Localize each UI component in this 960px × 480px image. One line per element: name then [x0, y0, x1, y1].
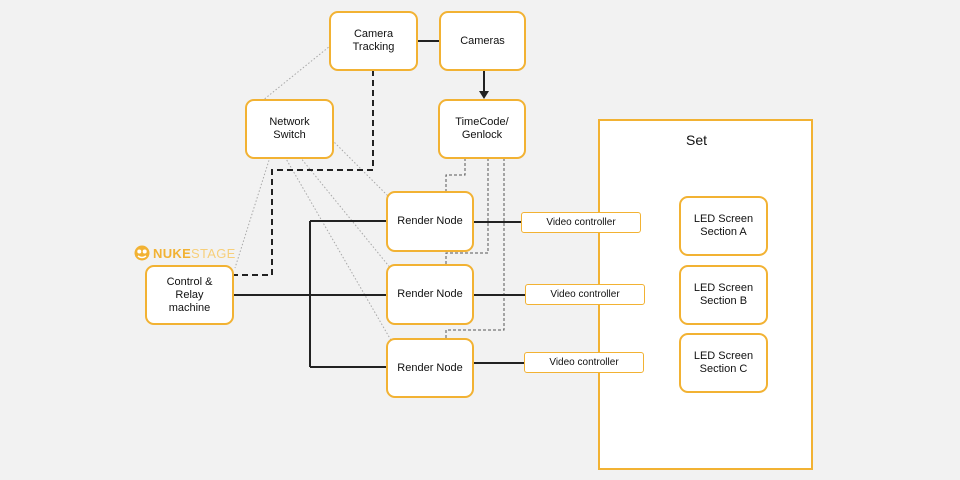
- video-controller-1[interactable]: Video controller: [521, 212, 641, 233]
- led-screen-section-b[interactable]: LED Screen Section B: [679, 265, 768, 325]
- render-node-2[interactable]: Render Node: [386, 264, 474, 325]
- logo-word-stage: STAGE: [191, 245, 236, 261]
- render-node-3[interactable]: Render Node: [386, 338, 474, 398]
- camera-timecode-arrowhead: [479, 91, 489, 99]
- network-line-to-render-3: [284, 156, 393, 343]
- nukestage-logo: NUKESTAGE: [134, 245, 236, 261]
- network-line-to-camera-tracking: [261, 41, 336, 102]
- control-relay-node[interactable]: Control & Relay machine: [145, 265, 234, 325]
- video-controller-3[interactable]: Video controller: [524, 352, 644, 373]
- led-screen-section-c[interactable]: LED Screen Section C: [679, 333, 768, 393]
- set-label: Set: [686, 132, 708, 148]
- genlock-line-render-3: [445, 158, 505, 340]
- camera-tracking-node[interactable]: Camera Tracking: [329, 11, 418, 71]
- cameras-node[interactable]: Cameras: [439, 11, 526, 71]
- genlock-line-render-2: [445, 158, 489, 266]
- render-node-1[interactable]: Render Node: [386, 191, 474, 252]
- video-controller-2[interactable]: Video controller: [525, 284, 645, 305]
- tracking-data-line: [234, 70, 374, 276]
- led-screen-section-a[interactable]: LED Screen Section A: [679, 196, 768, 256]
- nuke-head-icon: [134, 245, 150, 261]
- logo-text: NUKESTAGE: [153, 246, 236, 261]
- logo-word-nuke: NUKE: [153, 245, 192, 261]
- network-switch-node[interactable]: Network Switch: [245, 99, 334, 159]
- network-line-to-control: [234, 156, 271, 269]
- genlock-line-render-1: [445, 158, 466, 193]
- timecode-genlock-node[interactable]: TimeCode/ Genlock: [438, 99, 526, 159]
- network-line-to-render-2: [299, 156, 393, 271]
